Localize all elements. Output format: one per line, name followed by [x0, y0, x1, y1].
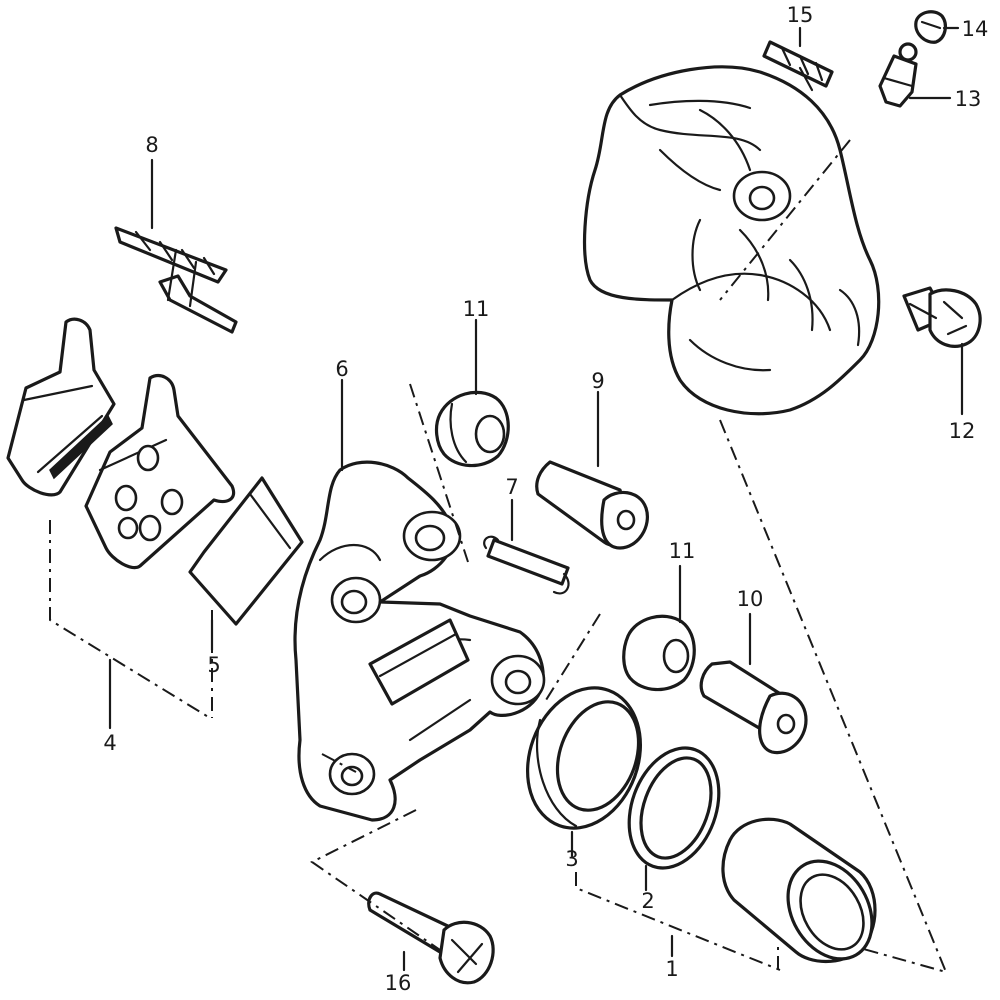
leader-lines	[108, 26, 964, 972]
callout-15: 15	[787, 3, 814, 27]
callout-14: 14	[962, 17, 989, 41]
part-3-dust-seal	[525, 686, 643, 830]
part-5-shim	[188, 476, 304, 626]
assembly-lines	[49, 139, 948, 974]
callout-12: 12	[949, 419, 976, 443]
part-13-bleeder	[878, 42, 918, 108]
part-6-bracket	[293, 460, 546, 822]
callout-8: 8	[145, 133, 158, 157]
brake-pad-inner	[84, 374, 236, 570]
callout-10: 10	[737, 587, 764, 611]
part-10-pin-bolt	[699, 660, 808, 755]
part-1-piston	[721, 817, 877, 963]
callout-2: 2	[641, 889, 654, 913]
caliper-body	[582, 65, 881, 416]
callout-3: 3	[565, 847, 578, 871]
part-2-piston-seal	[627, 746, 721, 870]
callout-9: 9	[591, 369, 604, 393]
callout-4: 4	[103, 731, 116, 755]
part-11-boot-top	[434, 390, 510, 468]
brake-pad-outer	[6, 317, 116, 497]
part-15-clip	[762, 40, 834, 92]
callout-5: 5	[207, 653, 220, 677]
callout-11-top: 11	[463, 297, 490, 321]
part-9-sleeve	[535, 460, 649, 550]
part-14-cap	[914, 10, 947, 44]
part-8-pad-spring	[114, 226, 238, 334]
part-16-bolt	[367, 891, 495, 985]
callout-1: 1	[665, 957, 678, 981]
part-11-boot-bottom	[622, 614, 696, 692]
part-12-bolt	[902, 286, 982, 348]
callout-7: 7	[505, 475, 518, 499]
callout-16: 16	[385, 971, 412, 995]
callout-13: 13	[955, 87, 982, 111]
part-7-pin	[483, 535, 570, 595]
callout-6: 6	[335, 357, 348, 381]
callout-labels: 15 14 13 8 11 9 6 7 12 11 10 5 4 3 2 1 1…	[103, 3, 988, 995]
callout-11-bottom: 11	[669, 539, 696, 563]
